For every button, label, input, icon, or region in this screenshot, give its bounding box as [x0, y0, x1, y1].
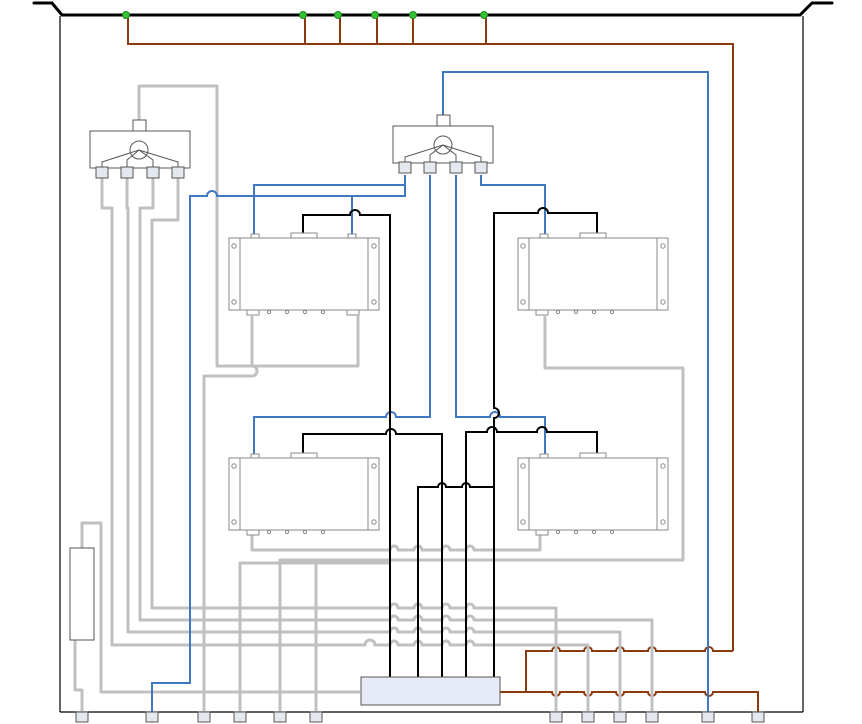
bottom-distribution-box — [361, 677, 500, 705]
module-top-left-pin-4 — [321, 310, 324, 313]
module-bottom-left-aux-port — [291, 453, 317, 458]
module-top-left-body — [229, 238, 379, 310]
module-top-right-pin-1 — [556, 310, 559, 313]
module-top-right-pin-3 — [592, 310, 595, 313]
bus-node-6 — [481, 12, 488, 19]
module-top-left-out-port — [247, 310, 259, 315]
blue-sp-right-p4 — [481, 175, 545, 236]
module-bottom-right-pin-4 — [610, 530, 613, 533]
splitter-left-port-2 — [121, 167, 133, 178]
module-bottom-right-body — [518, 458, 668, 530]
top-bus-rail — [34, 3, 832, 15]
bottom-connector-9 — [614, 712, 626, 722]
module-top-right-in-port — [540, 234, 548, 238]
bottom-connector-12 — [752, 712, 764, 722]
module-bottom-left-body — [229, 458, 379, 530]
module-bottom-right-pin-3 — [592, 530, 595, 533]
bottom-connector-3 — [198, 712, 210, 722]
black-cross-1 — [418, 483, 494, 677]
bottom-connector-8 — [582, 712, 594, 722]
gray-left-loop — [139, 86, 358, 366]
module-top-right — [518, 233, 668, 315]
module-bottom-right-pin-1 — [556, 530, 559, 533]
bus-node-2 — [300, 12, 307, 19]
module-bottom-left-pin-2 — [285, 530, 288, 533]
splitter-right-port-3 — [450, 162, 462, 173]
module-top-left-out-port-2 — [347, 310, 359, 315]
bottom-connector-7 — [550, 712, 562, 722]
splitter-left-port-3 — [147, 167, 159, 178]
module-top-right-body — [518, 238, 668, 310]
module-bottom-left-pin-1 — [267, 530, 270, 533]
bottom-connector-4 — [234, 712, 246, 722]
bus-node-5 — [410, 12, 417, 19]
blue-sp-right-p2 — [254, 175, 430, 456]
splitter-left-input-port — [133, 120, 146, 131]
module-bottom-left-pin-4 — [321, 530, 324, 533]
blue-sp-right-p1 — [254, 175, 405, 236]
module-top-right-aux-port — [580, 233, 606, 238]
power-feed-lower — [500, 692, 758, 712]
splitter-left — [90, 120, 190, 178]
bottom-connector-11 — [702, 712, 714, 722]
module-top-right-pin-2 — [574, 310, 577, 313]
module-top-left-in-port — [251, 234, 259, 238]
top-bus-bar — [34, 3, 832, 15]
bottom-connector-2 — [146, 712, 158, 722]
module-bottom-right-out-port — [536, 530, 548, 535]
bus-node-3 — [335, 12, 342, 19]
bus-node-4 — [372, 12, 379, 19]
module-bottom-right-in-port — [540, 454, 548, 458]
module-bottom-left-out-port — [247, 530, 259, 535]
splitter-left-port-4 — [172, 167, 184, 178]
bottom-connectors — [76, 712, 764, 722]
blue-sp-right-p3 — [456, 175, 545, 456]
side-vertical-box — [70, 548, 94, 640]
gray-side-box-lead — [75, 640, 82, 712]
gray-bl-module-out — [252, 532, 540, 550]
splitter-left-port-1 — [96, 167, 108, 178]
splitter-right-port-1 — [399, 162, 411, 173]
splitter-right — [393, 115, 493, 173]
module-top-left-aux-port — [291, 233, 317, 238]
bottom-connector-1 — [76, 712, 88, 722]
module-bottom-left-pin-3 — [303, 530, 306, 533]
bus-node-1 — [123, 12, 130, 19]
module-bottom-right — [518, 453, 668, 535]
splitter-right-input-port — [437, 115, 450, 126]
gray-wiring — [75, 86, 683, 712]
module-bottom-right-pin-2 — [574, 530, 577, 533]
module-top-left-pin-3 — [303, 310, 306, 313]
modules — [229, 233, 668, 535]
module-top-left-pin-2 — [285, 310, 288, 313]
module-top-left-pin-1 — [267, 310, 270, 313]
module-top-right-pin-4 — [610, 310, 613, 313]
splitter-right-port-4 — [475, 162, 487, 173]
module-top-left — [229, 233, 379, 315]
bottom-connector-10 — [646, 712, 658, 722]
module-bottom-left — [229, 453, 379, 535]
bottom-connector-6 — [310, 712, 322, 722]
splitter-right-port-2 — [424, 162, 436, 173]
module-bottom-left-in-port — [251, 454, 259, 458]
module-top-right-out-port — [536, 310, 548, 315]
module-top-left-in-port-2 — [348, 234, 356, 238]
module-bottom-right-aux-port — [580, 453, 606, 458]
bottom-connector-5 — [274, 712, 286, 722]
